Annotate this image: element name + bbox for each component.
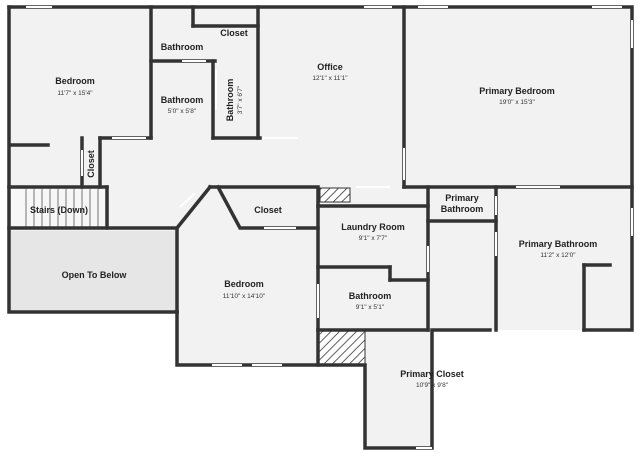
dims-bedroom-center: 11'10" x 14'10" bbox=[223, 293, 266, 300]
label-bathroom-vertical: Bathroom bbox=[225, 79, 235, 122]
dims-primary-bathroom: 11'2" x 12'0" bbox=[540, 252, 576, 259]
dims-bathroom-mid: 9'1" x 5'1" bbox=[356, 304, 385, 311]
label-closet-top: Closet bbox=[220, 28, 248, 38]
center-floor bbox=[177, 187, 632, 448]
label-office: Office bbox=[317, 62, 343, 72]
hatched-shaft-upper bbox=[319, 187, 351, 203]
dims-bathroom-vertical: 3'7" x 6'7" bbox=[237, 85, 244, 114]
label-bathroom-mid: Bathroom bbox=[349, 291, 392, 301]
dims-bathroom-small: 5'0" x 5'8" bbox=[168, 108, 197, 115]
upper-floor bbox=[9, 7, 632, 187]
floor-areas bbox=[9, 7, 632, 448]
label-primary-bathroom-small-1: Primary bbox=[445, 193, 479, 203]
windows bbox=[26, 6, 633, 449]
dims-bedroom-left: 11'7" x 15'4" bbox=[57, 90, 93, 97]
label-primary-bathroom: Primary Bathroom bbox=[519, 239, 598, 249]
label-primary-bedroom: Primary Bedroom bbox=[479, 86, 555, 96]
label-bedroom-center: Bedroom bbox=[224, 279, 264, 289]
label-closet-hall: Closet bbox=[86, 150, 96, 178]
label-primary-bathroom-small-2: Bathroom bbox=[441, 204, 484, 214]
dims-office: 12'1" x 11'1" bbox=[312, 75, 348, 82]
label-laundry: Laundry Room bbox=[341, 222, 405, 232]
open-below-area bbox=[10, 231, 176, 311]
bedroom-center-floor bbox=[177, 187, 319, 365]
label-bathroom-small: Bathroom bbox=[161, 95, 204, 105]
walls bbox=[7, 5, 634, 450]
room-labels: Bedroom 11'7" x 15'4" Bathroom Closet Ba… bbox=[30, 28, 597, 389]
label-bathroom-top: Bathroom bbox=[161, 42, 204, 52]
label-primary-closet: Primary Closet bbox=[400, 369, 464, 379]
label-bedroom-left: Bedroom bbox=[55, 76, 95, 86]
label-closet-mid: Closet bbox=[254, 205, 282, 215]
stair-treads bbox=[25, 189, 99, 229]
dims-laundry: 9'1" x 7'7" bbox=[359, 235, 388, 242]
label-stairs: Stairs (Down) bbox=[30, 205, 88, 215]
dims-primary-closet: 10'9" x 9'8" bbox=[416, 382, 449, 389]
dims-primary-bedroom: 19'0" x 15'3" bbox=[499, 99, 535, 106]
label-open-below: Open To Below bbox=[62, 270, 128, 280]
hatched-shaft-lower bbox=[318, 330, 366, 366]
